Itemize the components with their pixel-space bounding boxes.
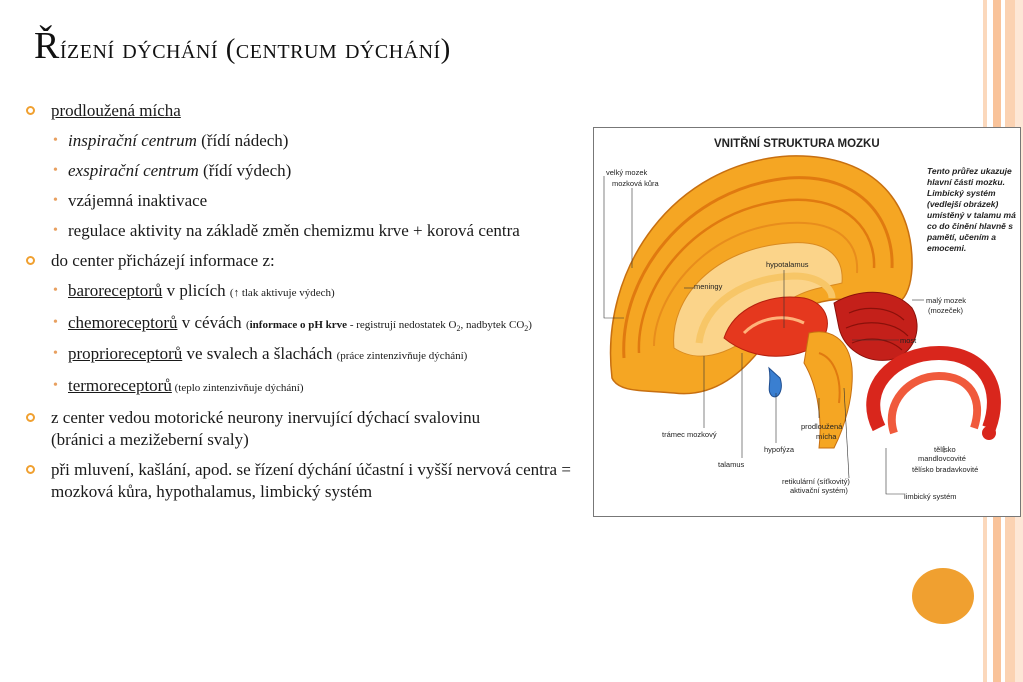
title-rest: ízení dýchání (centrum dýchání) — [59, 33, 451, 65]
bullet-circle-icon — [26, 106, 35, 115]
chemo-co2-subscript: 2 — [524, 324, 529, 334]
sub-bullet: • termoreceptorů (teplo zintenzivňuje dý… — [26, 375, 598, 399]
dot-icon: • — [53, 193, 58, 208]
chemo-bold: informace o pH krve — [249, 319, 348, 331]
chemo-o2-subscript: 2 — [456, 324, 461, 334]
inaktivace-text: vzájemná inaktivace — [68, 191, 208, 210]
chemo-o2: - registrují nedostatek O — [347, 319, 457, 331]
label-hypofyza: hypofýza — [764, 445, 795, 454]
proprio-rest: ve svalech a šlachách — [182, 344, 337, 364]
link-termoreceptoru[interactable]: termoreceptorů — [68, 376, 172, 396]
label-maly-mozek: malý mozek — [926, 296, 967, 305]
motoricke-text: z center vedou motorické neurony inervuj… — [51, 408, 481, 450]
label-velky-mozek: velký mozek — [606, 168, 648, 177]
page-title: Řízení dýchání (centrum dýchání) — [34, 24, 451, 68]
dot-icon: • — [53, 163, 58, 178]
bullet-circle-icon — [26, 413, 35, 423]
sub-bullet: • vzájemná inaktivace — [26, 190, 598, 212]
label-tramec: trámec mozkový — [662, 430, 717, 439]
decorative-circle — [912, 568, 974, 624]
label-talamus: talamus — [718, 460, 745, 469]
content-list: prodloužená mícha • inspirační centrum (… — [26, 100, 598, 511]
label-prodlouzena-2: mícha — [816, 432, 837, 441]
label-hypotalamus: hypotalamus — [766, 260, 809, 269]
figure-title: VNITŘNÍ STRUKTURA MOZKU — [714, 138, 880, 150]
brain-figure: VNITŘNÍ STRUKTURA MOZKU Tento průřez uka… — [593, 127, 1021, 517]
dot-icon: • — [53, 133, 58, 148]
title-initial: Ř — [34, 25, 60, 67]
link-prodlouzena-micha[interactable]: prodloužená mícha — [51, 101, 181, 120]
chemo-note: (informace o pH krve - registrují nedost… — [245, 319, 532, 334]
chemo-rest: v cévách — [177, 313, 246, 332]
regulace-text: regulace aktivity na základě změn chemiz… — [68, 221, 520, 240]
bullet-circle-icon — [26, 256, 35, 265]
sub-bullet: • inspirační centrum (řídí nádech) — [26, 130, 598, 152]
dot-icon: • — [53, 283, 58, 298]
bullet-mluveni: při mluvení, kašlání, apod. se řízení dý… — [26, 459, 586, 503]
chemo-paren-close: ) — [528, 319, 532, 331]
proprio-note: (práce zintenzivňuje dýchání) — [336, 350, 468, 363]
label-mozecek: (mozeček) — [928, 306, 964, 315]
label-most: most — [900, 336, 917, 345]
inspiracni-text: inspirační centrum — [68, 131, 197, 150]
sub-bullet: • exspirační centrum (řídí výdech) — [26, 160, 598, 182]
figure-note: Tento průřez ukazuje hlavní části mozku.… — [927, 166, 1016, 253]
label-limbicky-system: limbický systém — [904, 492, 957, 501]
informace-text: do center přicházejí informace z: — [51, 251, 275, 270]
bullet-motoricke: z center vedou motorické neurony inervuj… — [26, 407, 536, 451]
sub-bullet: • regulace aktivity na základě změn chem… — [26, 220, 526, 242]
sub-bullet: • chemoreceptorů v cévách (informace o p… — [26, 312, 598, 335]
bullet-circle-icon — [26, 465, 35, 475]
label-mozkova-kura: mozková kůra — [612, 179, 659, 188]
label-retikularni-2: aktivační systém) — [790, 486, 848, 495]
link-chemoreceptoru[interactable]: chemoreceptorů — [68, 313, 178, 332]
dot-icon: • — [53, 223, 58, 238]
label-retikularni-1: retikulární (síťkovitý) — [782, 477, 850, 486]
exspiracni-text: exspirační centrum — [68, 161, 199, 180]
dot-icon: • — [53, 315, 58, 330]
label-telisko-2: mandlovcovité — [918, 454, 966, 463]
dot-icon: • — [53, 378, 58, 394]
mluveni-text: při mluvení, kašlání, apod. se řízení dý… — [51, 460, 571, 502]
chemo-paren-open: ( — [245, 319, 250, 331]
sub-bullet: • proprioreceptorů ve svalech a šlachách… — [26, 343, 598, 367]
inspiracni-rest: (řídí nádech) — [196, 131, 289, 150]
label-telisko-bradavkovite: tělísko bradavkovité — [912, 465, 979, 474]
link-proprioreceptoru[interactable]: proprioreceptorů — [68, 344, 183, 364]
link-baroreceptoru[interactable]: baroreceptorů — [68, 281, 163, 300]
exspiracni-rest: (řídí výdech) — [198, 161, 292, 180]
termo-note: (teplo zintenzivňuje dýchání) — [171, 382, 304, 395]
label-prodlouzena-1: prodloužená — [801, 422, 843, 431]
sub-bullet: • baroreceptorů v plicích (↑ tlak aktivu… — [26, 280, 598, 304]
baro-note: (↑ tlak aktivuje výdech) — [229, 287, 335, 299]
dot-icon: • — [53, 346, 58, 362]
brain-illustration — [603, 155, 1001, 495]
bullet-prodlouzena: prodloužená mícha — [26, 100, 598, 122]
chemo-co2: , nadbytek CO — [460, 319, 525, 331]
label-meningy: meningy — [694, 282, 723, 291]
bullet-informace: do center přicházejí informace z: — [26, 250, 598, 272]
label-telisko-1: tělísko — [934, 445, 956, 454]
baro-rest: v plicích — [162, 281, 230, 300]
